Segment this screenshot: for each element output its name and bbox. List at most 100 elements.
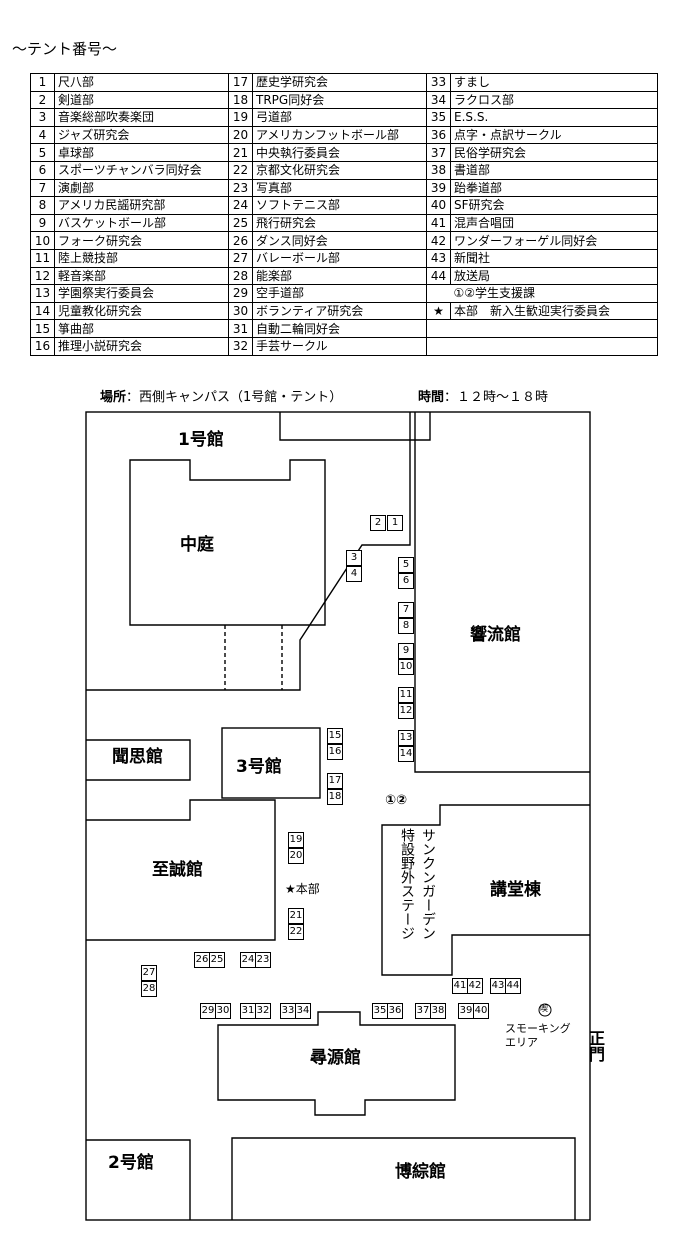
tent-marker-16: 16 [327,744,343,760]
tent-marker-22: 22 [288,924,304,940]
tent-marker-6: 6 [398,573,414,589]
smoking-area-label-1: スモーキング [505,1022,571,1035]
tent-marker-17: 17 [327,773,343,789]
building-2-label: 2号館 [108,1153,154,1173]
tent-number-cell: 40 [426,196,451,215]
courtyard-outline [129,459,326,626]
sunken-garden-label: サンクンガーデン [420,828,436,940]
tent-number-cell: 41 [426,213,451,233]
tent-name-cell: 中央執行委員会 [252,143,427,162]
main-gate-label: 正門 [586,1030,605,1062]
headquarters-label: ★本部 [285,882,320,896]
tent-marker-33: 33 [280,1003,296,1019]
tent-name-cell: 歴史学研究会 [252,73,427,92]
tent-marker-1: 1 [387,515,403,531]
tent-name-cell: スポーツチャンバラ同好会 [54,160,229,180]
kyoryu-outline [414,412,590,773]
smoking-area-icon [538,1003,552,1017]
tent-marker-11: 11 [398,687,414,703]
tent-marker-28: 28 [141,981,157,997]
time-value: ：１２時〜１８時 [444,390,549,405]
tent-marker-2: 2 [370,515,386,531]
tent-marker-42: 42 [467,978,483,994]
tent-marker-3: 3 [346,550,362,566]
campus-boundary [85,411,591,1221]
tent-marker-23: 23 [255,952,271,968]
tent-marker-18: 18 [327,789,343,805]
page-title: 〜テント番号〜 [12,40,118,58]
tent-marker-37: 37 [415,1003,431,1019]
tent-marker-20: 20 [288,848,304,864]
tent-marker-43: 43 [490,978,506,994]
tent-marker-34: 34 [295,1003,311,1019]
tent-marker-5: 5 [398,557,414,573]
student-support-label: ①② [385,793,408,808]
place-label: 場所 [100,390,127,405]
tent-marker-25: 25 [209,952,225,968]
tent-name-cell: 演劇部 [54,178,229,198]
courtyard-label: 中庭 [180,535,214,555]
tent-name-cell: 民俗学研究会 [450,143,658,162]
tent-marker-8: 8 [398,618,414,634]
tent-marker-7: 7 [398,602,414,618]
building-3-label: 3号館 [236,757,282,777]
tent-marker-12: 12 [398,703,414,719]
place-info: 場所：西側キャンパス（1号館・テント） [100,386,342,405]
hakusou-outline [231,1137,576,1220]
tent-number-cell: 14 [30,301,55,321]
tent-number-cell: 13 [30,284,55,303]
building-3-outline [221,727,321,799]
tent-number-cell: 36 [426,125,451,145]
tent-name-cell: 空手道部 [252,284,427,303]
tent-name-cell: ワンダーフォーゲル同好会 [450,231,658,250]
building-1-label: 1号館 [178,430,224,450]
jingen-outline [217,1011,456,1116]
hakusou-label: 博綜館 [395,1162,446,1182]
tent-marker-13: 13 [398,730,414,746]
tent-marker-15: 15 [327,728,343,744]
kyoryu-label: 響流館 [470,625,521,645]
tent-name-cell: 推理小説研究会 [54,336,229,356]
kodo-label: 講堂棟 [490,880,541,900]
tent-marker-26: 26 [194,952,210,968]
tent-marker-29: 29 [200,1003,216,1019]
tent-marker-4: 4 [346,566,362,582]
tent-marker-9: 9 [398,643,414,659]
tent-name-cell: ボランティア研究会 [252,301,427,321]
tent-marker-24: 24 [240,952,256,968]
outdoor-stage-label: 特設野外ステージ [399,828,415,940]
place-value: ：西側キャンパス（1号館・テント） [126,390,343,405]
tent-number-cell [426,336,451,356]
tent-name-cell: 本部 新入生歓迎実行委員会 [450,301,658,321]
tent-name-cell: 新聞社 [450,248,658,268]
tent-marker-31: 31 [240,1003,256,1019]
building-1-outline [86,412,411,691]
smoking-area-label-2: エリア [505,1036,538,1049]
tent-marker-35: 35 [372,1003,388,1019]
tent-marker-39: 39 [458,1003,474,1019]
tent-number-cell: 32 [228,336,253,356]
jingen-label: 尋源館 [310,1048,361,1068]
monshi-label: 聞思館 [112,747,163,767]
time-info: 時間：１２時〜１８時 [418,386,548,405]
tent-marker-41: 41 [452,978,468,994]
tent-name-cell: ソフトテニス部 [252,196,427,215]
tent-number-cell: 33 [426,73,451,92]
tent-marker-32: 32 [255,1003,271,1019]
shisei-label: 至誠館 [152,860,203,880]
tent-marker-21: 21 [288,908,304,924]
tent-name-cell: ラクロス部 [450,90,658,110]
tent-marker-40: 40 [473,1003,489,1019]
tent-marker-38: 38 [430,1003,446,1019]
tent-marker-36: 36 [387,1003,403,1019]
